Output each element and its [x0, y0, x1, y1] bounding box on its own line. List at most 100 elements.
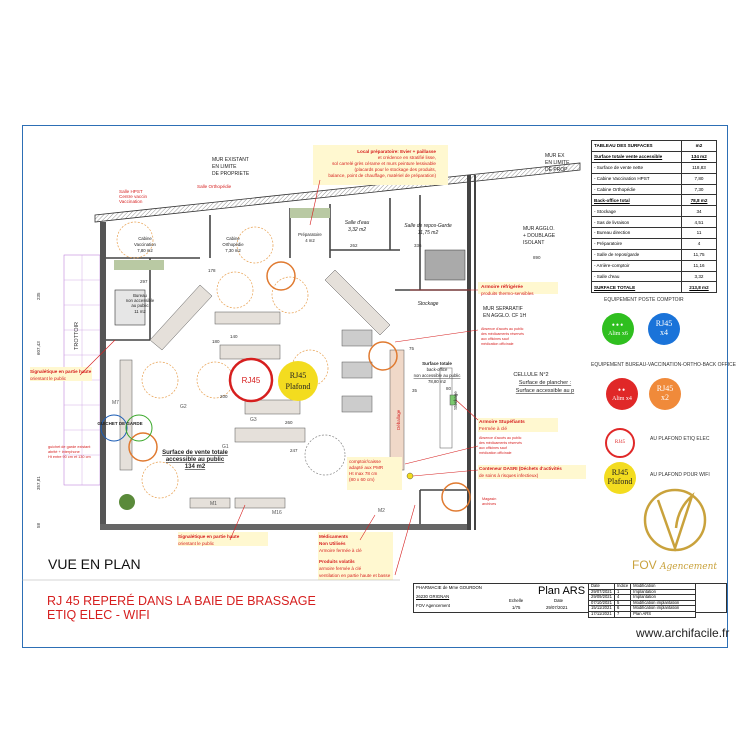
- svg-text:G1: G1: [222, 444, 229, 450]
- diagonal-gondola-left: [149, 284, 213, 351]
- svg-text:607,43: 607,43: [36, 341, 41, 355]
- svg-text:Conteneur DASRI (Déchets d'act: Conteneur DASRI (Déchets d'activités: [479, 466, 562, 471]
- rj45-title-line2: ETIQ ELEC - WIFI: [47, 608, 150, 622]
- svg-text:35: 35: [412, 388, 418, 393]
- svg-text:guichet de garde existant: guichet de garde existant: [48, 445, 91, 449]
- watermark: www.archifacile.fr: [636, 626, 730, 640]
- date-value: 29/07/2021: [546, 605, 568, 610]
- svg-text:des médicaments réservés: des médicaments réservés: [481, 332, 524, 336]
- rj45-etiq-marker: [228, 357, 274, 403]
- svg-text:et crédence en stratifié lisse: et crédence en stratifié lisse,: [378, 155, 436, 160]
- diagonal-gondola-right: [324, 269, 391, 336]
- svg-text:comptoir/caisse: comptoir/caisse: [349, 459, 381, 464]
- svg-text:200: 200: [220, 394, 228, 399]
- svg-text:balance, point de chauffage, m: balance, point de chauffage, matériel de…: [328, 173, 436, 178]
- alim-x6-label: Alim x6: [608, 330, 628, 337]
- room-cabine-vaccination: Cabine: [138, 236, 152, 241]
- svg-text:180: 180: [212, 339, 220, 344]
- rj45-x4-count: x4: [660, 328, 668, 337]
- svg-text:M7: M7: [112, 400, 119, 406]
- svg-text:260: 260: [285, 420, 293, 425]
- svg-text:Absence d'accès au public: Absence d'accès au public: [479, 436, 522, 440]
- svg-text:75: 75: [409, 346, 415, 351]
- rj45-plafond-marker: [278, 361, 318, 401]
- svg-text:ventilation en partie haute et: ventilation en partie haute et basse: [319, 573, 391, 578]
- rj45-x2-count: x2: [661, 393, 669, 402]
- svg-text:Surface accessible au p: Surface accessible au p: [516, 388, 574, 394]
- svg-text:58: 58: [36, 522, 41, 528]
- svg-text:Armoire fermée à clé: Armoire fermée à clé: [319, 548, 362, 553]
- svg-text:orientant le public: orientant le public: [178, 541, 215, 546]
- svg-text:Produits volatils: Produits volatils: [319, 559, 355, 564]
- alim-x4-icon: ••Alim x4: [606, 378, 638, 410]
- svg-text:Non Utilisés: Non Utilisés: [319, 541, 346, 546]
- storage-unit: [424, 249, 466, 281]
- rj45-title: RJ 45 REPERÉ DANS LA BAIE DE BRASSAGE ET…: [47, 594, 316, 622]
- fov-logo-mark-icon: [643, 488, 707, 552]
- svg-text:262: 262: [350, 243, 358, 248]
- svg-text:78,80 m2: 78,80 m2: [428, 379, 447, 384]
- socket-dots-icon: ••: [617, 384, 627, 395]
- svg-text:134 m2: 134 m2: [185, 464, 206, 470]
- svg-text:140: 140: [230, 334, 238, 339]
- svg-text:G3: G3: [250, 417, 257, 423]
- svg-text:Fermée à clé: Fermée à clé: [479, 426, 507, 432]
- fov-logo: FOV Agencement: [628, 478, 723, 583]
- room-cabine-ortho: Cabine: [226, 236, 240, 241]
- svg-text:Local préparatoire: Evier + pa: Local préparatoire: Evier + paillasse: [357, 149, 436, 154]
- svg-text:4 m2: 4 m2: [305, 238, 315, 243]
- legend-plafond-etiq: AU PLAFOND ETIQ ELEC: [650, 436, 710, 442]
- room-vente: Surface de vente totale: [162, 450, 228, 456]
- rj45-title-line1: RJ 45 REPERÉ DANS LA BAIE DE BRASSAGE: [47, 594, 316, 608]
- rj45-orange-marker: [441, 482, 471, 512]
- svg-text:produits thermo-sensibles: produits thermo-sensibles: [481, 291, 534, 296]
- svg-text:back-office: back-office: [427, 367, 448, 372]
- room-back-office: Surface totale: [422, 361, 452, 366]
- svg-text:ISOLANT: ISOLANT: [523, 240, 544, 246]
- svg-text:Médicaments: Médicaments: [319, 534, 349, 539]
- svg-text:Ht entre 90 cm et 130 cm: Ht entre 90 cm et 130 cm: [48, 455, 91, 459]
- svg-text:accessible au public: accessible au public: [166, 457, 225, 463]
- svg-text:DE PROPRIETE: DE PROPRIETE: [212, 171, 250, 177]
- svg-text:890: 890: [533, 255, 541, 260]
- rj45-etiq-elec-icon: RJ45: [605, 428, 635, 458]
- bureau-desk: [114, 260, 164, 270]
- notes-misc: Salle HPST Centre vaccin Vaccination Sal…: [30, 184, 562, 578]
- svg-text:Surface de plancher :: Surface de plancher :: [519, 380, 572, 386]
- logo-wordmark: FOV Agencement: [632, 558, 717, 572]
- plant-icon: [119, 494, 135, 510]
- plan-name: Plan ARS: [538, 585, 586, 597]
- rj45-x4-label: RJ45: [655, 319, 673, 329]
- preparatoire-counter: [290, 208, 330, 218]
- svg-text:357,81: 357,81: [36, 476, 41, 490]
- client-name: PHARMACIE de Mme GOURDON: [416, 585, 482, 590]
- svg-text:(placards pour le stockage des: (placards pour le stockage des produits,: [355, 167, 436, 172]
- room-labels: Cabine Vaccination 7,80 m2 Cabine Orthop…: [97, 220, 574, 470]
- svg-text:au public: au public: [131, 303, 149, 308]
- rj45-orange-marker: [266, 261, 296, 291]
- scale-label: Echelle: [509, 598, 524, 603]
- svg-text:7,80 m2: 7,80 m2: [137, 248, 153, 253]
- rj45-plafond-marker-label: RJ45: [290, 371, 306, 380]
- room-salle-repos: Salle de repos-Garde: [404, 223, 452, 229]
- svg-text:Absence d'accès au public: Absence d'accès au public: [481, 327, 524, 331]
- svg-text:336: 336: [414, 243, 422, 248]
- right-wall: [467, 175, 471, 530]
- svg-text:non accessible au public: non accessible au public: [414, 373, 462, 378]
- alim-x4-label: Alim x4: [612, 395, 632, 402]
- svg-text:DE PROP: DE PROP: [545, 167, 568, 173]
- svg-text:80: 80: [446, 386, 452, 391]
- svg-text:Orthopédie: Orthopédie: [222, 242, 244, 247]
- room-cellule: CELLULE N°2: [513, 372, 548, 378]
